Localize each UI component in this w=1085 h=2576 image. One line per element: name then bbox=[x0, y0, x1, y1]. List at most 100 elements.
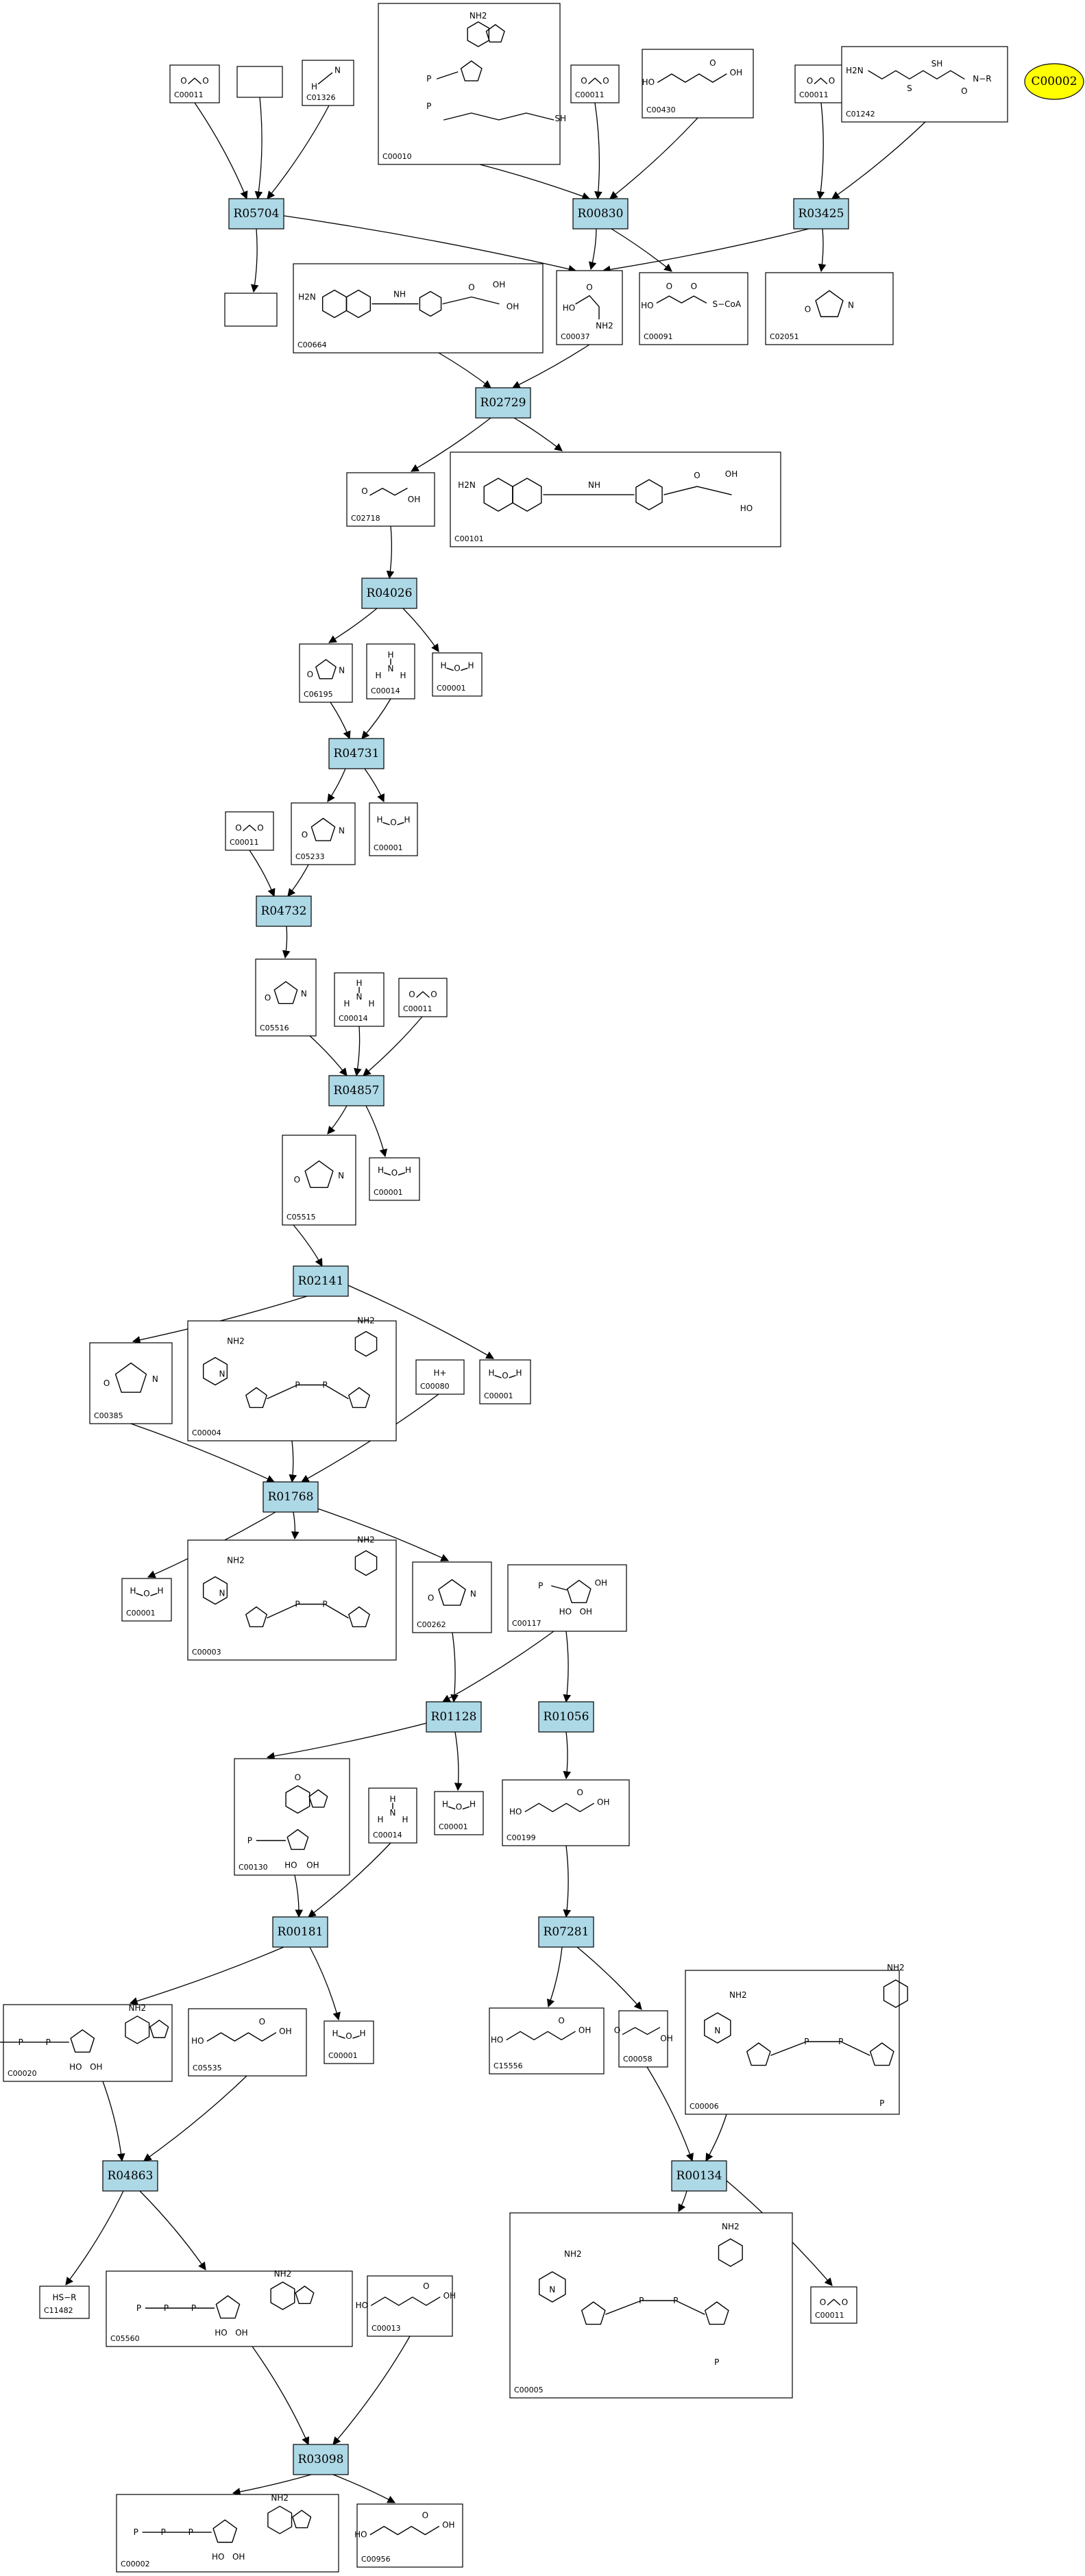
compound-id-label: C00001 bbox=[484, 1391, 513, 1400]
reaction-edge bbox=[294, 1874, 304, 1918]
atom-label: OH bbox=[443, 2291, 456, 2301]
reaction-node[interactable]: R01768 bbox=[263, 1481, 319, 1513]
target-compound[interactable]: C00002 bbox=[1024, 63, 1084, 100]
atom-label: O bbox=[180, 76, 186, 86]
reaction-edge bbox=[410, 417, 491, 472]
reaction-node[interactable]: R04857 bbox=[328, 1075, 385, 1106]
reaction-edge bbox=[308, 1842, 391, 1918]
atom-label: H bbox=[343, 999, 350, 1008]
reaction-node[interactable]: R02729 bbox=[475, 387, 531, 419]
atom-label: NH2 bbox=[729, 1990, 747, 2000]
bond bbox=[317, 72, 333, 85]
bond bbox=[345, 289, 371, 319]
compound-node[interactable]: PPPHOOHNH2C00020 bbox=[0, 2003, 173, 2082]
reaction-node[interactable]: R02141 bbox=[293, 1265, 349, 1297]
compound-node[interactable] bbox=[236, 66, 283, 98]
reaction-node[interactable]: R00830 bbox=[572, 198, 629, 230]
bond bbox=[635, 479, 663, 510]
bond bbox=[202, 1576, 228, 1605]
atom-label: N bbox=[152, 1374, 158, 1384]
atom-label: N bbox=[334, 65, 341, 75]
reaction-node[interactable]: R04732 bbox=[256, 895, 312, 927]
reaction-edge bbox=[232, 2474, 312, 2496]
reaction-edge bbox=[102, 2081, 125, 2162]
atom-label: P bbox=[164, 2303, 169, 2313]
compound-node[interactable]: H+C00080 bbox=[415, 1359, 465, 1395]
reaction-node[interactable]: R00181 bbox=[272, 1916, 328, 1948]
compound-node[interactable] bbox=[224, 293, 278, 327]
reaction-node[interactable]: R04026 bbox=[361, 578, 417, 609]
atom-label: NH2 bbox=[227, 1337, 245, 1346]
reaction-node[interactable]: R03425 bbox=[793, 198, 849, 230]
bond bbox=[310, 817, 336, 841]
compound-box bbox=[89, 1342, 173, 1424]
atom-label: P bbox=[639, 2296, 644, 2305]
atom-label: N bbox=[219, 1589, 225, 1598]
atom-label: O bbox=[390, 818, 396, 828]
atom-label: P bbox=[136, 2303, 141, 2313]
reaction-node[interactable]: R00134 bbox=[671, 2160, 727, 2192]
bond bbox=[150, 1593, 158, 1596]
bond bbox=[267, 1603, 349, 1619]
atom-label: O bbox=[422, 2511, 428, 2521]
reaction-node[interactable]: R04863 bbox=[102, 2160, 158, 2192]
bond bbox=[657, 73, 727, 83]
bond bbox=[348, 1387, 370, 1409]
reaction-node[interactable]: R05704 bbox=[228, 198, 284, 230]
reaction-node[interactable]: R01056 bbox=[538, 1701, 594, 1733]
atom-label: NH bbox=[393, 290, 406, 299]
atom-label: H bbox=[442, 1799, 448, 1809]
reaction-node[interactable]: R01128 bbox=[426, 1701, 482, 1733]
reaction-node[interactable]: R03098 bbox=[293, 2444, 349, 2475]
reaction-node[interactable]: R07281 bbox=[538, 1916, 594, 1948]
reaction-node[interactable]: R04731 bbox=[328, 738, 385, 769]
